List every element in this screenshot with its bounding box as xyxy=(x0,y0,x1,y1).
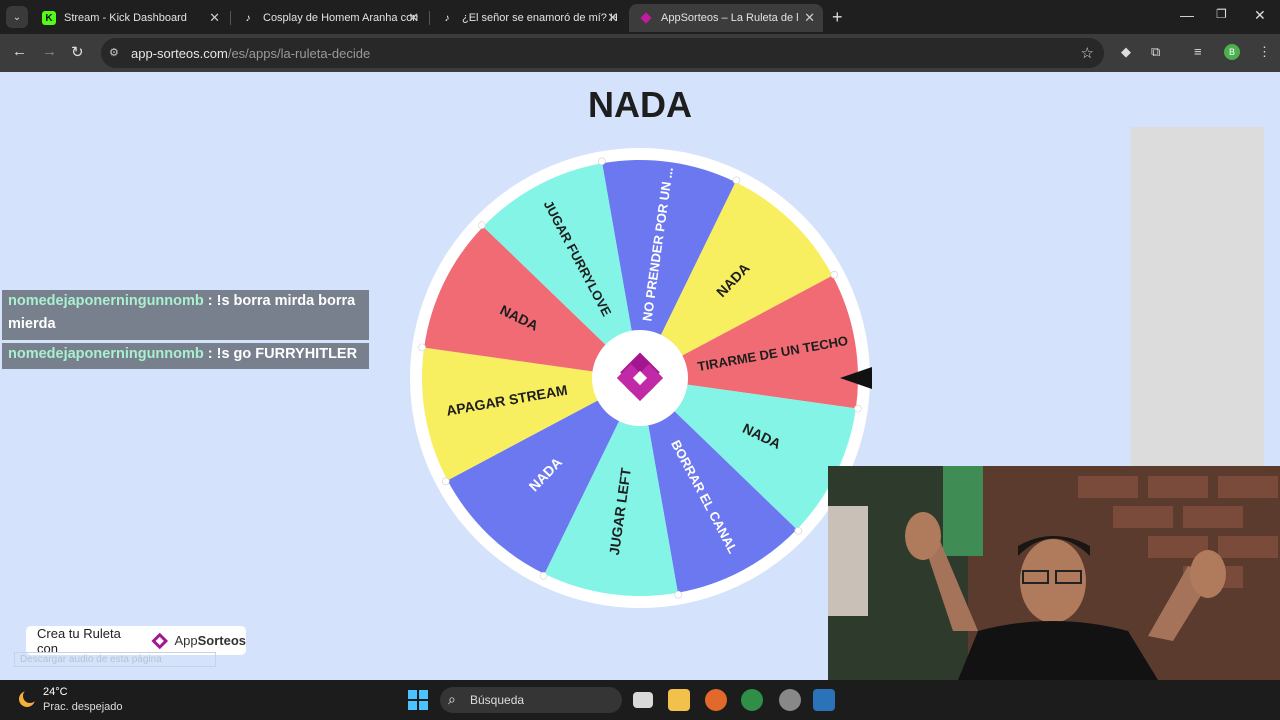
chrome-icon[interactable] xyxy=(741,689,763,711)
profile-avatar[interactable]: B xyxy=(1224,44,1240,60)
close-tab-icon[interactable]: ✕ xyxy=(209,10,220,25)
search-icon: ⌕ xyxy=(448,691,456,707)
wheel-segment xyxy=(424,226,640,378)
media-control-icon[interactable]: ≡ xyxy=(1194,44,1202,59)
tab-strip: ⌄ K Stream - Kick Dashboard ✕ ♪ Cosplay … xyxy=(0,0,1280,34)
chat-message: nomedejaponerningunnomb : !s go FURRYHIT… xyxy=(2,343,369,369)
tiktok-icon: ♪ xyxy=(444,12,450,24)
chat-message: nomedejaponerningunnomb : !s borra mirda… xyxy=(2,290,369,340)
restore-icon[interactable]: ❐ xyxy=(1216,7,1227,21)
tab-title: Cosplay de Homem Aranha com xyxy=(263,12,418,24)
wheel-peg xyxy=(539,571,548,580)
ad-placeholder xyxy=(1131,127,1264,467)
wheel-peg xyxy=(441,477,450,486)
wheel-segment xyxy=(640,182,833,378)
address-bar[interactable]: ⚙ app-sorteos.com/es/apps/la-ruleta-deci… xyxy=(101,38,1104,68)
weather-moon-icon[interactable] xyxy=(17,689,37,709)
wheel-peg xyxy=(477,221,486,229)
wheel-segment xyxy=(640,275,858,409)
tab-title: AppSorteos – La Ruleta de la Su xyxy=(661,12,799,24)
tab-senor-enamoro[interactable]: ♪ ¿El señor se enamoró de mí? Hu ✕ xyxy=(430,4,626,32)
tab-appsorteos[interactable]: AppSorteos – La Ruleta de la Su ✕ xyxy=(629,4,823,32)
back-arrow-icon[interactable]: ← xyxy=(12,43,27,60)
windows-taskbar: 24°C Prac. despejado ⌕ Búsqueda xyxy=(0,680,1280,720)
download-audio-link[interactable]: Descargar audio de esta página xyxy=(14,652,216,667)
wheel-peg xyxy=(732,176,741,185)
tab-kick-dashboard[interactable]: K Stream - Kick Dashboard ✕ xyxy=(32,4,228,32)
wheel-segment xyxy=(483,163,640,378)
task-view-icon[interactable] xyxy=(633,692,653,708)
reload-icon[interactable]: ↻ xyxy=(71,44,84,61)
extensions-puzzle-icon[interactable]: ⧉ xyxy=(1151,44,1161,59)
taskbar-search[interactable]: ⌕ Búsqueda xyxy=(440,687,622,713)
webcam-scene xyxy=(828,466,1280,680)
webcam-overlay xyxy=(828,466,1280,680)
chat-text: : !s borra mirda borra mierda xyxy=(8,293,356,332)
chat-username: nomedejaponerningunnomb xyxy=(8,346,204,362)
brand-name: AppSorteos xyxy=(174,633,246,648)
tab-cosplay[interactable]: ♪ Cosplay de Homem Aranha com ✕ xyxy=(231,4,427,32)
chat-text: : !s go FURRYHITLER xyxy=(207,346,358,362)
wheel-segment xyxy=(544,378,678,596)
window-close-icon[interactable]: ✕ xyxy=(1254,7,1266,23)
wheel-segment xyxy=(447,378,640,574)
close-tab-icon[interactable]: ✕ xyxy=(408,10,419,25)
wheel-peg xyxy=(854,404,862,413)
wheel-peg xyxy=(418,343,426,352)
tab-search-menu-icon[interactable]: ⌄ xyxy=(6,6,28,28)
chat-username: nomedejaponerningunnomb xyxy=(8,293,204,309)
appsorteos-logo-icon xyxy=(151,632,168,649)
steam-icon[interactable] xyxy=(813,689,835,711)
create-roulette-link[interactable]: Crea tu Ruleta con AppSorteos xyxy=(26,626,246,656)
weather-condition[interactable]: Prac. despejado xyxy=(43,701,123,713)
wheel-segment xyxy=(602,160,736,378)
wheel-segment xyxy=(640,378,856,530)
weather-temperature[interactable]: 24°C xyxy=(43,686,68,698)
wheel-peg xyxy=(830,270,839,279)
wheel-peg xyxy=(794,527,803,535)
wheel-peg xyxy=(674,590,683,599)
bookmark-star-icon[interactable]: ☆ xyxy=(1080,45,1094,62)
tiktok-icon: ♪ xyxy=(245,12,251,24)
appsorteos-logo-icon xyxy=(616,352,664,402)
close-tab-icon[interactable]: ✕ xyxy=(804,10,815,25)
wheel-segment xyxy=(422,347,640,481)
new-tab-plus-icon[interactable]: + xyxy=(832,7,843,27)
fl-studio-icon[interactable] xyxy=(705,689,727,711)
appsorteos-icon xyxy=(639,11,653,25)
site-info-icon[interactable]: ⚙ xyxy=(109,47,119,59)
browser-toolbar: ← → ↻ ⚙ app-sorteos.com/es/apps/la-rulet… xyxy=(0,34,1280,72)
minimize-icon[interactable]: — xyxy=(1180,7,1194,23)
windows-start-icon[interactable] xyxy=(408,690,428,710)
tab-title: ¿El señor se enamoró de mí? Hu xyxy=(462,12,617,24)
wheel-segment xyxy=(640,378,797,593)
extension-diamond-icon[interactable]: ◆ xyxy=(1121,44,1131,59)
page-title: NADA xyxy=(588,84,692,125)
menu-dots-icon[interactable]: ⋮ xyxy=(1258,44,1271,59)
tab-title: Stream - Kick Dashboard xyxy=(64,12,187,24)
app-icon[interactable] xyxy=(779,689,801,711)
url-text: app-sorteos.com/es/apps/la-ruleta-decide xyxy=(131,46,371,61)
wheel-pointer xyxy=(840,367,872,389)
close-tab-icon[interactable]: ✕ xyxy=(607,10,618,25)
file-explorer-icon[interactable] xyxy=(668,689,690,711)
wheel-peg xyxy=(597,157,606,166)
search-placeholder: Búsqueda xyxy=(470,693,525,707)
kick-icon: K xyxy=(42,11,56,25)
forward-arrow-icon[interactable]: → xyxy=(42,43,57,60)
